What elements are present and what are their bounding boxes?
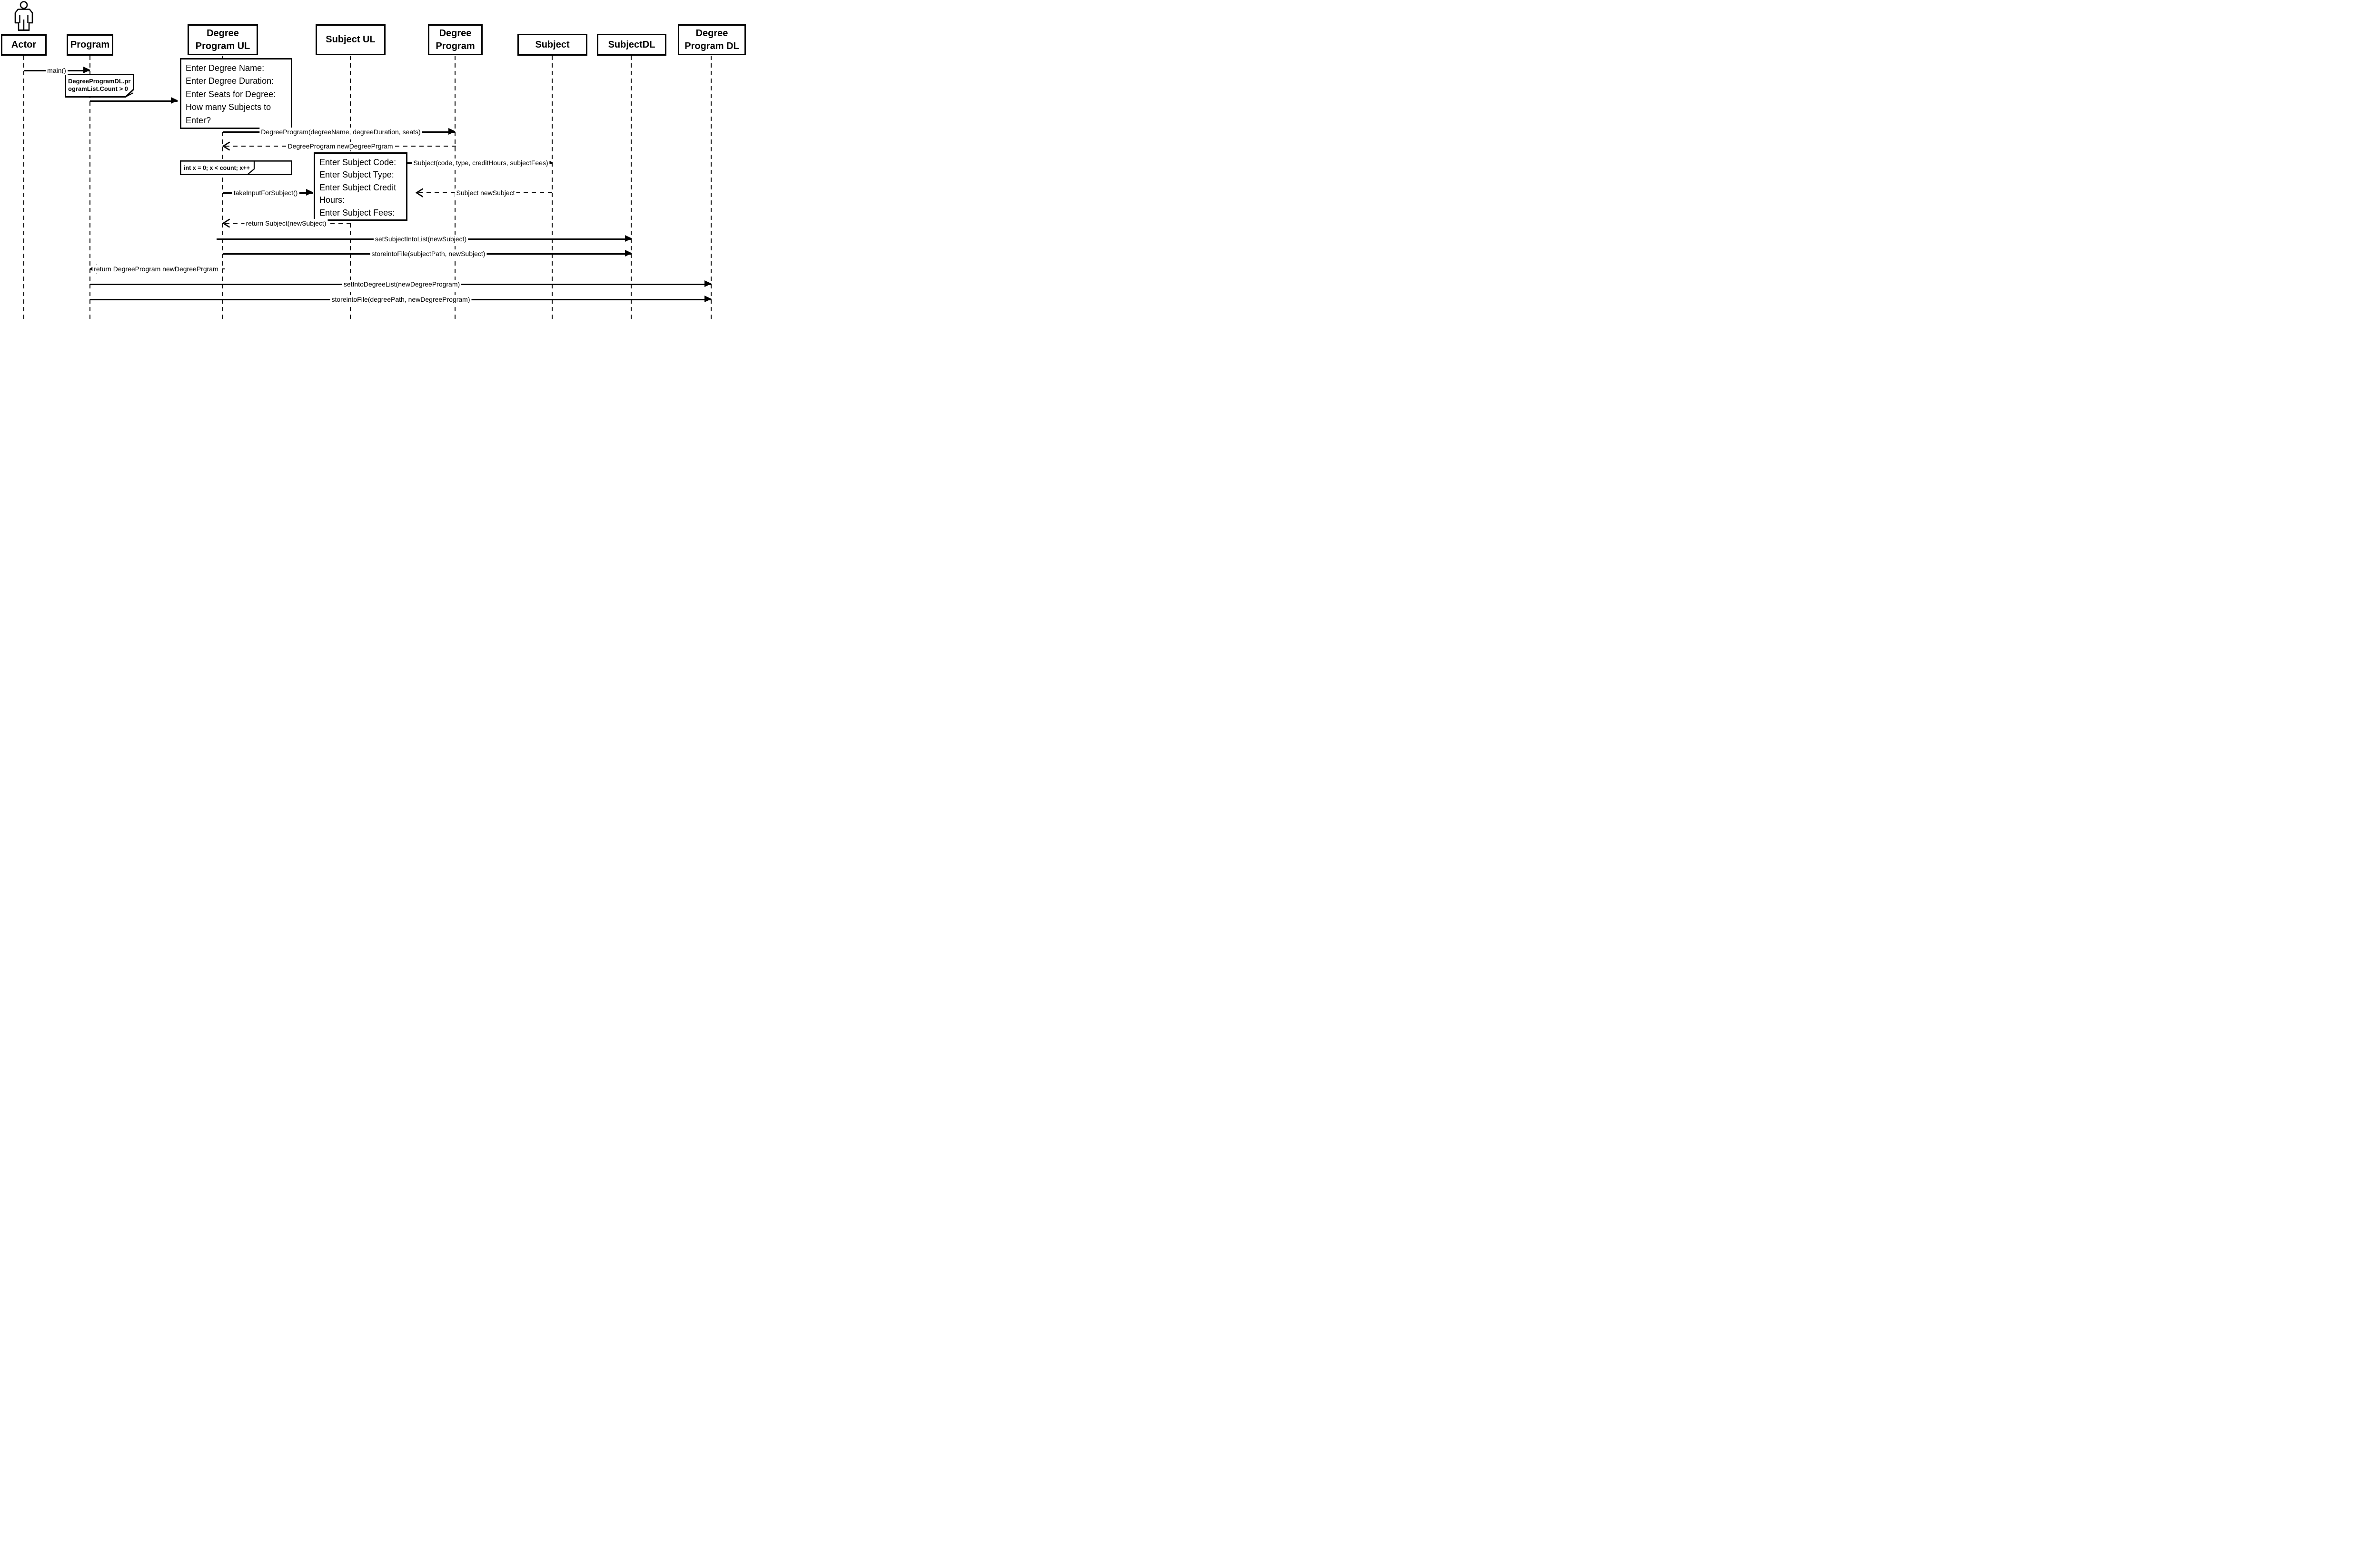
arrowhead-icon [625,250,632,257]
actor-icon [14,1,33,31]
participant-label: Subject UL [326,34,376,45]
arrowhead-icon [306,189,313,196]
participant-label: Actor [11,40,37,50]
lifeline-subjectdl [631,56,632,322]
ui-text-line: Enter? [186,115,211,125]
message-label: return Subject(newSubject) [244,219,328,228]
arrowhead-icon [171,97,178,104]
note-shape [65,74,134,98]
participant-degree-program-ul: Degree Program UL [188,24,258,55]
sequence-diagram: Actor Program Degree Program UL Subject … [0,0,746,331]
message-line [90,100,178,102]
message-label: DegreeProgram newDegreePrgram [286,142,395,150]
participant-label: Program UL [195,40,250,51]
ui-text-line: Enter Subject Type: [319,170,394,180]
participant-label: Program DL [684,40,739,51]
arrowhead-icon [83,67,90,73]
arrowhead-icon [448,128,456,135]
participant-subject-ul: Subject UL [316,24,386,55]
message-label: Subject(code, type, creditHours, subject… [412,158,550,167]
participant-subject: Subject [517,34,587,56]
note-text: DegreeProgramDL.pr ogramList.Count > 0 [68,78,130,93]
ui-text-line: Enter Degree Name: [186,63,265,73]
return-arrowhead-icon [416,188,424,198]
participant-label: Degree [439,28,472,39]
lifeline-degree-program-ul [222,56,223,322]
arrowhead-icon [704,296,712,302]
lifeline-subject [552,56,553,322]
ui-text-line: Hours: [319,195,345,205]
message-label: setSubjectIntoList(newSubject) [373,235,468,243]
message-label: storeintoFile(subjectPath, newSubject) [370,249,487,258]
lifeline-actor [23,56,24,322]
message-label: takeInputForSubject() [232,188,299,197]
message-label: storeintoFile(degreePath, newDegreeProgr… [330,295,472,304]
participant-label: Degree [207,28,239,39]
lifeline-degree-program-dl [711,56,712,322]
loop-shape [179,160,292,175]
ui-text-line: Enter Subject Credit [319,182,397,192]
loop-guard-label: int x = 0; x < count; x++ [184,164,250,171]
participant-label: Program [70,40,110,50]
message-label: DegreeProgram(degreeName, degreeDuration… [259,128,422,136]
note-condition: DegreeProgramDL.pr ogramList.Count > 0 [65,74,134,98]
participant-subjectdl: SubjectDL [597,34,666,56]
participant-label: Subject [535,39,570,50]
lifeline-program [89,56,90,322]
ui-text-line: Enter Seats for Degree: [186,89,276,99]
ui-box-degree-input: Enter Degree Name: Enter Degree Duration… [180,58,292,129]
participant-degree-program: Degree Program [428,24,483,55]
ui-text-line: Enter Subject Code: [319,158,397,167]
message-label: return DegreeProgram newDegreePrgram [92,265,220,273]
ui-text-line: How many Subjects to [186,102,271,112]
participant-label: Program [436,40,475,51]
participant-label: SubjectDL [608,39,655,50]
message-label: main() [46,66,68,75]
ui-text-line: Enter Subject Fees: [319,208,395,218]
note-line: ogramList.Count > 0 [68,85,129,92]
ui-box-subject-input: Enter Subject Code: Enter Subject Type: … [314,152,407,221]
arrowhead-icon [704,280,712,287]
participant-label: Degree [695,28,728,39]
participant-degree-program-dl: Degree Program DL [678,24,746,55]
arrowhead-icon [625,235,632,242]
return-arrowhead-icon [222,141,230,151]
participant-program: Program [67,34,113,56]
message-label: Subject newSubject [455,188,516,197]
return-arrowhead-icon [222,218,230,228]
participant-actor: Actor [1,34,47,56]
message-label: setIntoDegreeList(newDegreeProgram) [342,280,462,288]
ui-text-line: Enter Degree Duration: [186,76,274,86]
note-line: DegreeProgramDL.pr [68,78,131,85]
loop-fragment: int x = 0; x < count; x++ [179,160,292,175]
